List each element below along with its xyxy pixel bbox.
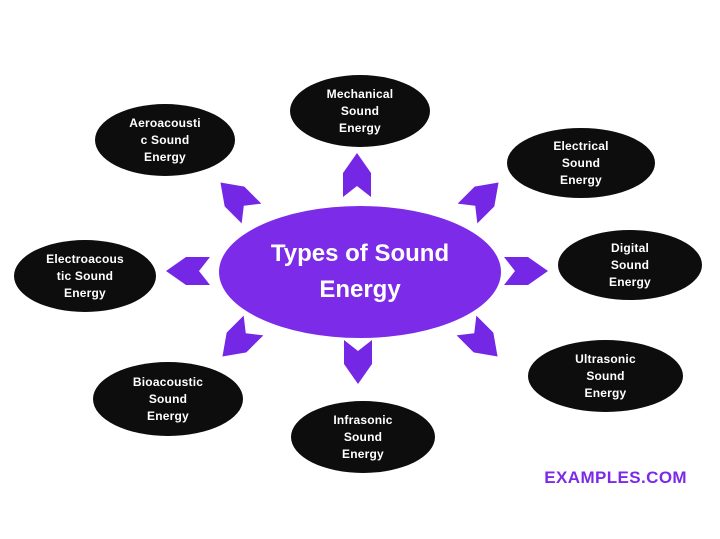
node-bioacoustic-sound-energy: Bioacoustic Sound Energy xyxy=(93,362,243,436)
arrow-up-left-icon xyxy=(211,173,262,224)
arrow-up-right-icon xyxy=(457,173,509,224)
center-topic-ellipse: Types of Sound Energy xyxy=(219,206,501,338)
node-electroacoustic-sound-energy: Electroacous tic Sound Energy xyxy=(14,240,156,312)
node-infrasonic-sound-energy: Infrasonic Sound Energy xyxy=(291,401,435,473)
node-ultrasonic-sound-energy: Ultrasonic Sound Energy xyxy=(528,340,683,412)
node-digital-sound-energy: Digital Sound Energy xyxy=(558,230,702,300)
arrow-down-right-icon xyxy=(456,315,508,367)
arrow-down-left-icon xyxy=(213,315,264,367)
arrow-left-icon xyxy=(166,257,210,285)
node-electrical-sound-energy: Electrical Sound Energy xyxy=(507,128,655,198)
node-aeroacoustic-sound-energy: Aeroacousti c Sound Energy xyxy=(95,104,235,176)
arrow-right-icon xyxy=(504,257,548,285)
arrow-down-icon xyxy=(344,340,372,384)
node-mechanical-sound-energy: Mechanical Sound Energy xyxy=(290,75,430,147)
arrow-up-icon xyxy=(343,153,371,197)
watermark-examples-com: EXAMPLES.COM xyxy=(544,468,687,487)
